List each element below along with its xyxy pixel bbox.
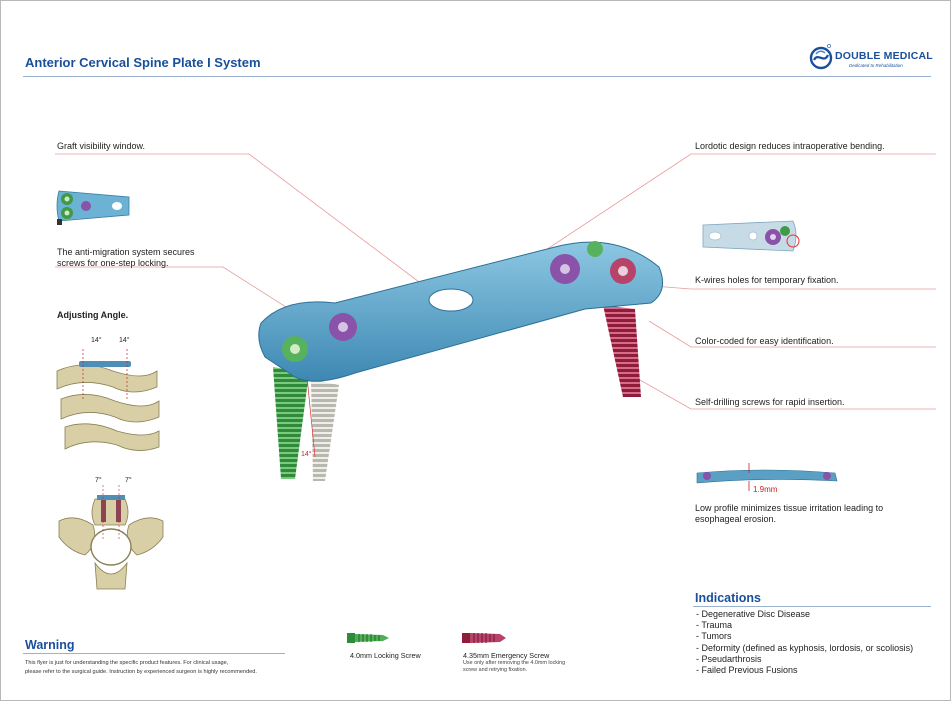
- indication-item: - Failed Previous Fusions: [696, 665, 798, 676]
- indication-item: - Pseudarthrosis: [696, 653, 762, 664]
- warning-title: Warning: [25, 638, 75, 652]
- emergency-screw-note-2: screw and retrying fixation.: [463, 667, 528, 673]
- indications-list: - Degenerative Disc Disease - Trauma - T…: [696, 609, 913, 676]
- angle-14-left: 14°: [91, 337, 102, 344]
- graft-window-label: Graft visibility window.: [57, 141, 146, 151]
- k-wires-label: K-wires holes for temporary fixation.: [695, 275, 839, 285]
- angle-7-left: 7°: [95, 477, 102, 484]
- vertebra-axial-image: [58, 485, 164, 590]
- brand-logo: DOUBLE MEDICAL Dedicated to Rehabilitati…: [809, 42, 933, 74]
- indication-item: - Degenerative Disc Disease: [696, 609, 811, 619]
- low-profile-plate-image: [696, 463, 838, 491]
- warning-divider: [23, 653, 285, 654]
- emergency-screw-icon: [462, 633, 506, 643]
- indication-item: - Deformity (defined as kyphosis, lordos…: [696, 642, 914, 653]
- main-plate-image: [258, 241, 664, 481]
- emergency-screw-label: 4.35mm Emergency Screw: [463, 651, 550, 660]
- double-medical-logo-icon: [809, 44, 833, 70]
- lordotic-label: Lordotic design reduces intraoperative b…: [695, 141, 885, 151]
- logo-tagline: Dedicated to Rehabilitation: [849, 63, 903, 68]
- warning-line-2: please refer to the surgical guide. Inst…: [25, 669, 257, 675]
- page-title: Anterior Cervical Spine Plate I System: [25, 55, 261, 70]
- profile-height-label: 1.9mm: [753, 485, 778, 494]
- low-profile-label-1: Low profile minimizes tissue irritation …: [695, 503, 884, 513]
- self-drilling-label: Self-drilling screws for rapid insertion…: [695, 397, 845, 407]
- locking-screw-icon: [347, 633, 389, 643]
- angle-14-right: 14°: [119, 337, 130, 344]
- anti-migration-label-1: The anti-migration system secures: [57, 247, 195, 257]
- indications-divider: [693, 606, 931, 607]
- angle-14-plate: 14°: [301, 451, 312, 458]
- warning-line-1: This flyer is just for understanding the…: [25, 660, 229, 666]
- warning-text: This flyer is just for understanding the…: [25, 659, 257, 677]
- low-profile-label-2: esophageal erosion.: [695, 514, 777, 524]
- spine-lateral-image: [56, 349, 160, 451]
- angle-7-right: 7°: [125, 477, 132, 484]
- emergency-screw-note-1: Use only after removing the 4.0mm lockin…: [463, 660, 566, 666]
- logo-name: DOUBLE MEDICAL: [835, 50, 933, 62]
- color-coded-label: Color-coded for easy identification.: [695, 336, 834, 346]
- adjusting-angle-label: Adjusting Angle.: [57, 310, 129, 320]
- plate-detail-left-image: [56, 190, 130, 225]
- title-divider: [23, 76, 931, 77]
- anti-migration-label-2: screws for one-step locking.: [57, 258, 169, 268]
- locking-screw-label: 4.0mm Locking Screw: [350, 651, 421, 660]
- indication-item: - Tumors: [696, 631, 732, 642]
- indication-item: - Trauma: [696, 620, 733, 631]
- plate-detail-right-image: [702, 220, 800, 252]
- indications-title: Indications: [695, 591, 761, 605]
